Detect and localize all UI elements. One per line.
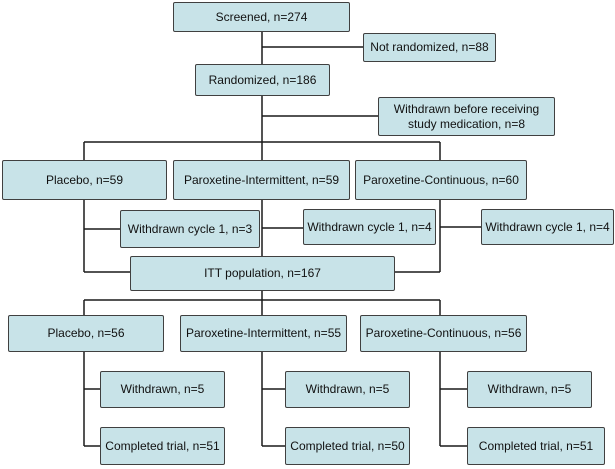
itt-intermittent-box: Paroxetine-Intermittent, n=55 [180,315,347,352]
randomized-box: Randomized, n=186 [195,64,330,96]
withdrawn-placebo-label: Withdrawn, n=5 [120,382,205,396]
arm-continuous-label: Paroxetine-Continuous, n=60 [363,172,519,187]
screened-box: Screened, n=274 [173,2,350,32]
withdrawn-cycle1-intermittent-box: Withdrawn cycle 1, n=4 [303,209,436,245]
not-randomized-label: Not randomized, n=88 [370,40,489,54]
itt-placebo-box: Placebo, n=56 [8,315,164,352]
itt-intermittent-label: Paroxetine-Intermittent, n=55 [185,326,342,340]
withdrawn-intermittent-box: Withdrawn, n=5 [285,371,410,408]
withdrawn-intermittent-label: Withdrawn, n=5 [305,382,390,396]
completed-continuous-label: Completed trial, n=51 [478,438,594,453]
completed-intermittent-box: Completed trial, n=50 [285,427,410,465]
itt-population-label: ITT population, n=167 [204,266,321,280]
completed-placebo-label: Completed trial, n=51 [105,438,220,453]
completed-intermittent-label: Completed trial, n=50 [290,438,405,453]
arm-intermittent-box: Paroxetine-Intermittent, n=59 [173,160,350,200]
itt-placebo-label: Placebo, n=56 [47,326,125,340]
withdrawn-before-medication-box: Withdrawn before receiving study medicat… [378,97,555,136]
withdrawn-continuous-label: Withdrawn, n=5 [487,382,572,396]
withdrawn-before-label-line2: study medication, n=8 [407,116,526,131]
withdrawn-cycle1-continuous-label: Withdrawn cycle 1, n=4 [485,219,610,234]
arm-continuous-box: Paroxetine-Continuous, n=60 [355,160,527,200]
not-randomized-box: Not randomized, n=88 [363,33,496,62]
randomized-label: Randomized, n=186 [208,72,317,87]
arm-placebo-box: Placebo, n=59 [2,160,167,200]
withdrawn-before-label-line1: Withdrawn before receiving [393,101,540,116]
withdrawn-cycle1-continuous-box: Withdrawn cycle 1, n=4 [481,209,614,245]
withdrawn-cycle1-placebo-box: Withdrawn cycle 1, n=3 [120,210,260,248]
withdrawn-placebo-box: Withdrawn, n=5 [100,371,225,408]
arm-placebo-label: Placebo, n=59 [45,172,124,187]
completed-continuous-box: Completed trial, n=51 [467,427,605,465]
withdrawn-continuous-box: Withdrawn, n=5 [467,371,592,408]
withdrawn-cycle1-intermittent-label: Withdrawn cycle 1, n=4 [307,219,432,234]
withdrawn-cycle1-placebo-label: Withdrawn cycle 1, n=3 [127,221,253,236]
itt-population-box: ITT population, n=167 [130,256,395,291]
arm-intermittent-label: Paroxetine-Intermittent, n=59 [183,172,340,187]
itt-continuous-label: Paroxetine-Continuous, n=56 [365,326,522,340]
screened-label: Screened, n=274 [215,9,308,24]
itt-continuous-box: Paroxetine-Continuous, n=56 [360,315,527,352]
completed-placebo-box: Completed trial, n=51 [100,427,225,465]
